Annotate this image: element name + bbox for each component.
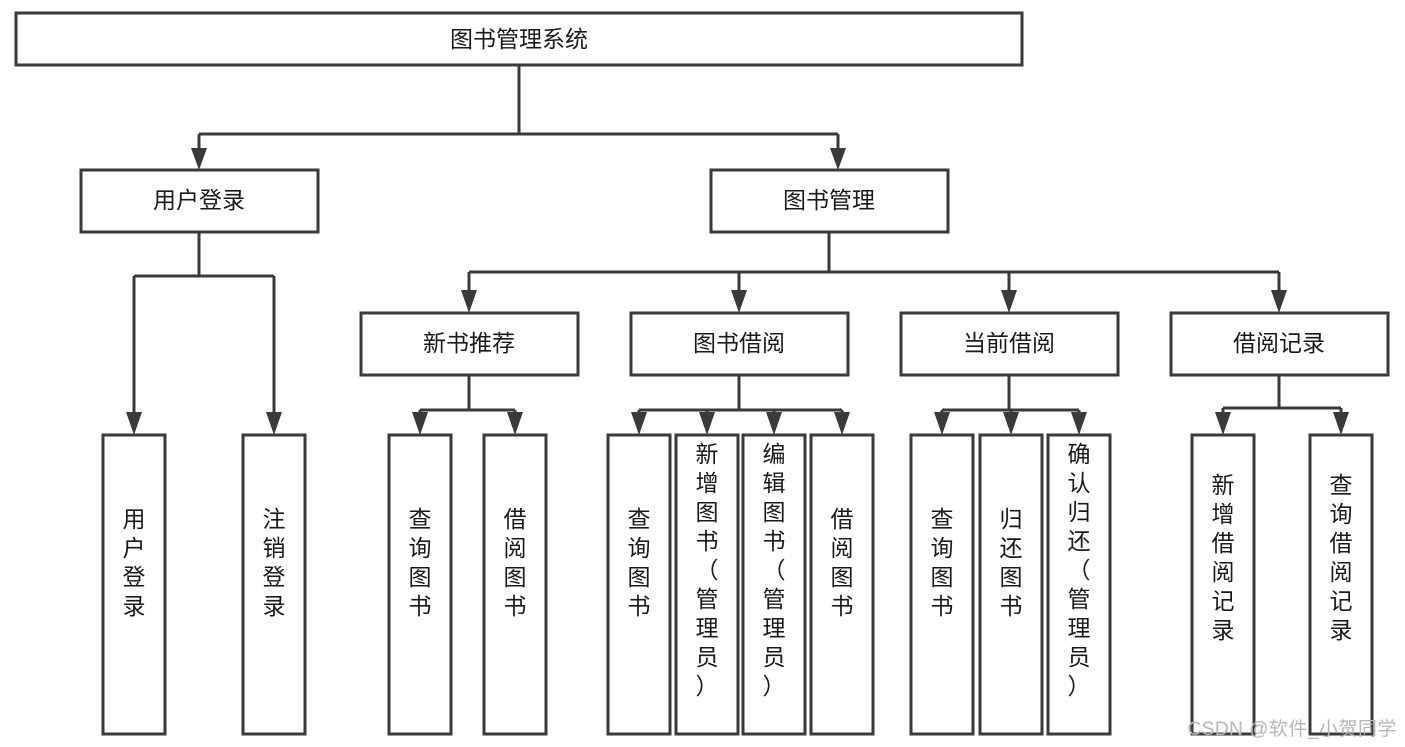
node-book-management-label: 图书管理 — [783, 187, 875, 213]
arrow-head-current-leaf-2 — [1003, 412, 1019, 435]
leaf-user-login-1-box[interactable] — [101, 433, 167, 736]
arrow-head-to-book-borrow — [731, 290, 747, 313]
leaf-new-book-2-box[interactable] — [482, 433, 548, 736]
arrow-head-to-borrow-record — [1271, 290, 1287, 313]
node-borrow-record-label: 借阅记录 — [1233, 330, 1325, 356]
node-current-borrow-box[interactable] — [899, 311, 1120, 377]
arrow-head-to-current-borrow — [1001, 290, 1017, 313]
node-borrow-record-box[interactable] — [1169, 311, 1390, 377]
leaf-user-login-2[interactable]: 注销登录 — [241, 433, 307, 736]
leaf-new-book-1[interactable]: 查询图书 — [387, 433, 453, 736]
leaf-book-borrow-3-box[interactable] — [741, 433, 807, 736]
leaf-current-borrow-2-label: 归还图书 — [1000, 506, 1023, 619]
leaf-book-borrow-3-label: 编辑图书（管理员） — [763, 441, 786, 699]
arrow-head-current-leaf-3 — [1071, 412, 1087, 435]
leaf-book-borrow-1-box[interactable] — [606, 433, 672, 736]
node-root-label: 图书管理系统 — [450, 26, 588, 52]
leaf-current-borrow-2[interactable]: 归还图书 — [978, 433, 1044, 736]
arrow-head-login-leaf-2 — [266, 412, 282, 435]
arrow-head-record-leaf-1 — [1215, 412, 1231, 435]
leaf-new-book-2-label: 借阅图书 — [504, 506, 527, 619]
node-new-book-recommend[interactable]: 新书推荐 — [359, 311, 580, 377]
leaf-borrow-record-1-label: 新增借阅记录 — [1212, 472, 1235, 643]
node-new-book-recommend-box[interactable] — [359, 311, 580, 377]
leaf-user-login-2-label: 注销登录 — [263, 506, 286, 619]
leaf-borrow-record-1[interactable]: 新增借阅记录 — [1190, 433, 1256, 736]
arrow-head-login-leaf-1 — [126, 412, 142, 435]
arrow-head-to-user-login — [191, 148, 207, 170]
node-book-management-box[interactable] — [709, 168, 950, 234]
leaf-borrow-record-2-box[interactable] — [1308, 433, 1374, 736]
leaf-current-borrow-1-label: 查询图书 — [931, 506, 954, 619]
node-root[interactable]: 图书管理系统 — [14, 11, 1024, 67]
node-borrow-record[interactable]: 借阅记录 — [1169, 311, 1390, 377]
leaf-book-borrow-2[interactable]: 新增图书（管理员） — [674, 433, 740, 736]
leaf-borrow-record-2[interactable]: 查询借阅记录 — [1308, 433, 1374, 736]
leaf-book-borrow-2-label: 新增图书（管理员） — [696, 441, 719, 699]
leaf-current-borrow-2-box[interactable] — [978, 433, 1044, 736]
leaf-current-borrow-3-label: 确认归还（管理员） — [1068, 441, 1091, 699]
arrow-head-borrow-leaf-1 — [631, 412, 647, 435]
node-root-box[interactable] — [14, 11, 1024, 67]
arrow-head-newbook-leaf-2 — [507, 412, 523, 435]
connector-layer — [126, 65, 1349, 435]
leaf-book-borrow-2-box[interactable] — [674, 433, 740, 736]
leaf-current-borrow-1-box[interactable] — [909, 433, 975, 736]
node-book-management[interactable]: 图书管理 — [709, 168, 950, 234]
node-current-borrow-label: 当前借阅 — [963, 330, 1055, 356]
leaf-book-borrow-4-label: 借阅图书 — [831, 506, 854, 619]
leaf-book-borrow-4[interactable]: 借阅图书 — [809, 433, 875, 736]
leaf-new-book-1-box[interactable] — [387, 433, 453, 736]
leaf-new-book-2[interactable]: 借阅图书 — [482, 433, 548, 736]
leaf-borrow-record-2-label: 查询借阅记录 — [1330, 472, 1353, 643]
leaf-user-login-1[interactable]: 用户登录 — [101, 433, 167, 736]
arrow-head-to-book-management — [830, 148, 846, 170]
node-user-login-label: 用户登录 — [153, 187, 245, 213]
leaf-current-borrow-3-box[interactable] — [1046, 433, 1112, 736]
leaf-user-login-1-label: 用户登录 — [123, 506, 146, 619]
node-current-borrow[interactable]: 当前借阅 — [899, 311, 1120, 377]
node-book-borrow-box[interactable] — [629, 311, 850, 377]
leaf-borrow-record-1-box[interactable] — [1190, 433, 1256, 736]
leaf-user-login-2-box[interactable] — [241, 433, 307, 736]
leaf-book-borrow-3[interactable]: 编辑图书（管理员） — [741, 433, 807, 736]
arrow-head-record-leaf-2 — [1333, 412, 1349, 435]
arrow-head-borrow-leaf-3 — [766, 412, 782, 435]
csdn-watermark: CSDN @软件_小贺同学 — [1187, 719, 1397, 740]
node-book-borrow-label: 图书借阅 — [693, 330, 785, 356]
node-new-book-recommend-label: 新书推荐 — [423, 330, 515, 356]
arrow-head-current-leaf-1 — [934, 412, 950, 435]
leaf-new-book-1-label: 查询图书 — [409, 506, 432, 619]
arrow-head-newbook-leaf-1 — [412, 412, 428, 435]
leaf-book-borrow-1-label: 查询图书 — [628, 506, 651, 619]
node-book-borrow[interactable]: 图书借阅 — [629, 311, 850, 377]
arrow-head-to-new-book — [461, 290, 477, 313]
leaf-book-borrow-1[interactable]: 查询图书 — [606, 433, 672, 736]
leaf-current-borrow-1[interactable]: 查询图书 — [909, 433, 975, 736]
leaf-book-borrow-4-box[interactable] — [809, 433, 875, 736]
leaf-current-borrow-3[interactable]: 确认归还（管理员） — [1046, 433, 1112, 736]
arrow-head-borrow-leaf-4 — [834, 412, 850, 435]
arrow-head-borrow-leaf-2 — [699, 412, 715, 435]
node-user-login-box[interactable] — [79, 168, 320, 234]
node-user-login[interactable]: 用户登录 — [79, 168, 320, 234]
